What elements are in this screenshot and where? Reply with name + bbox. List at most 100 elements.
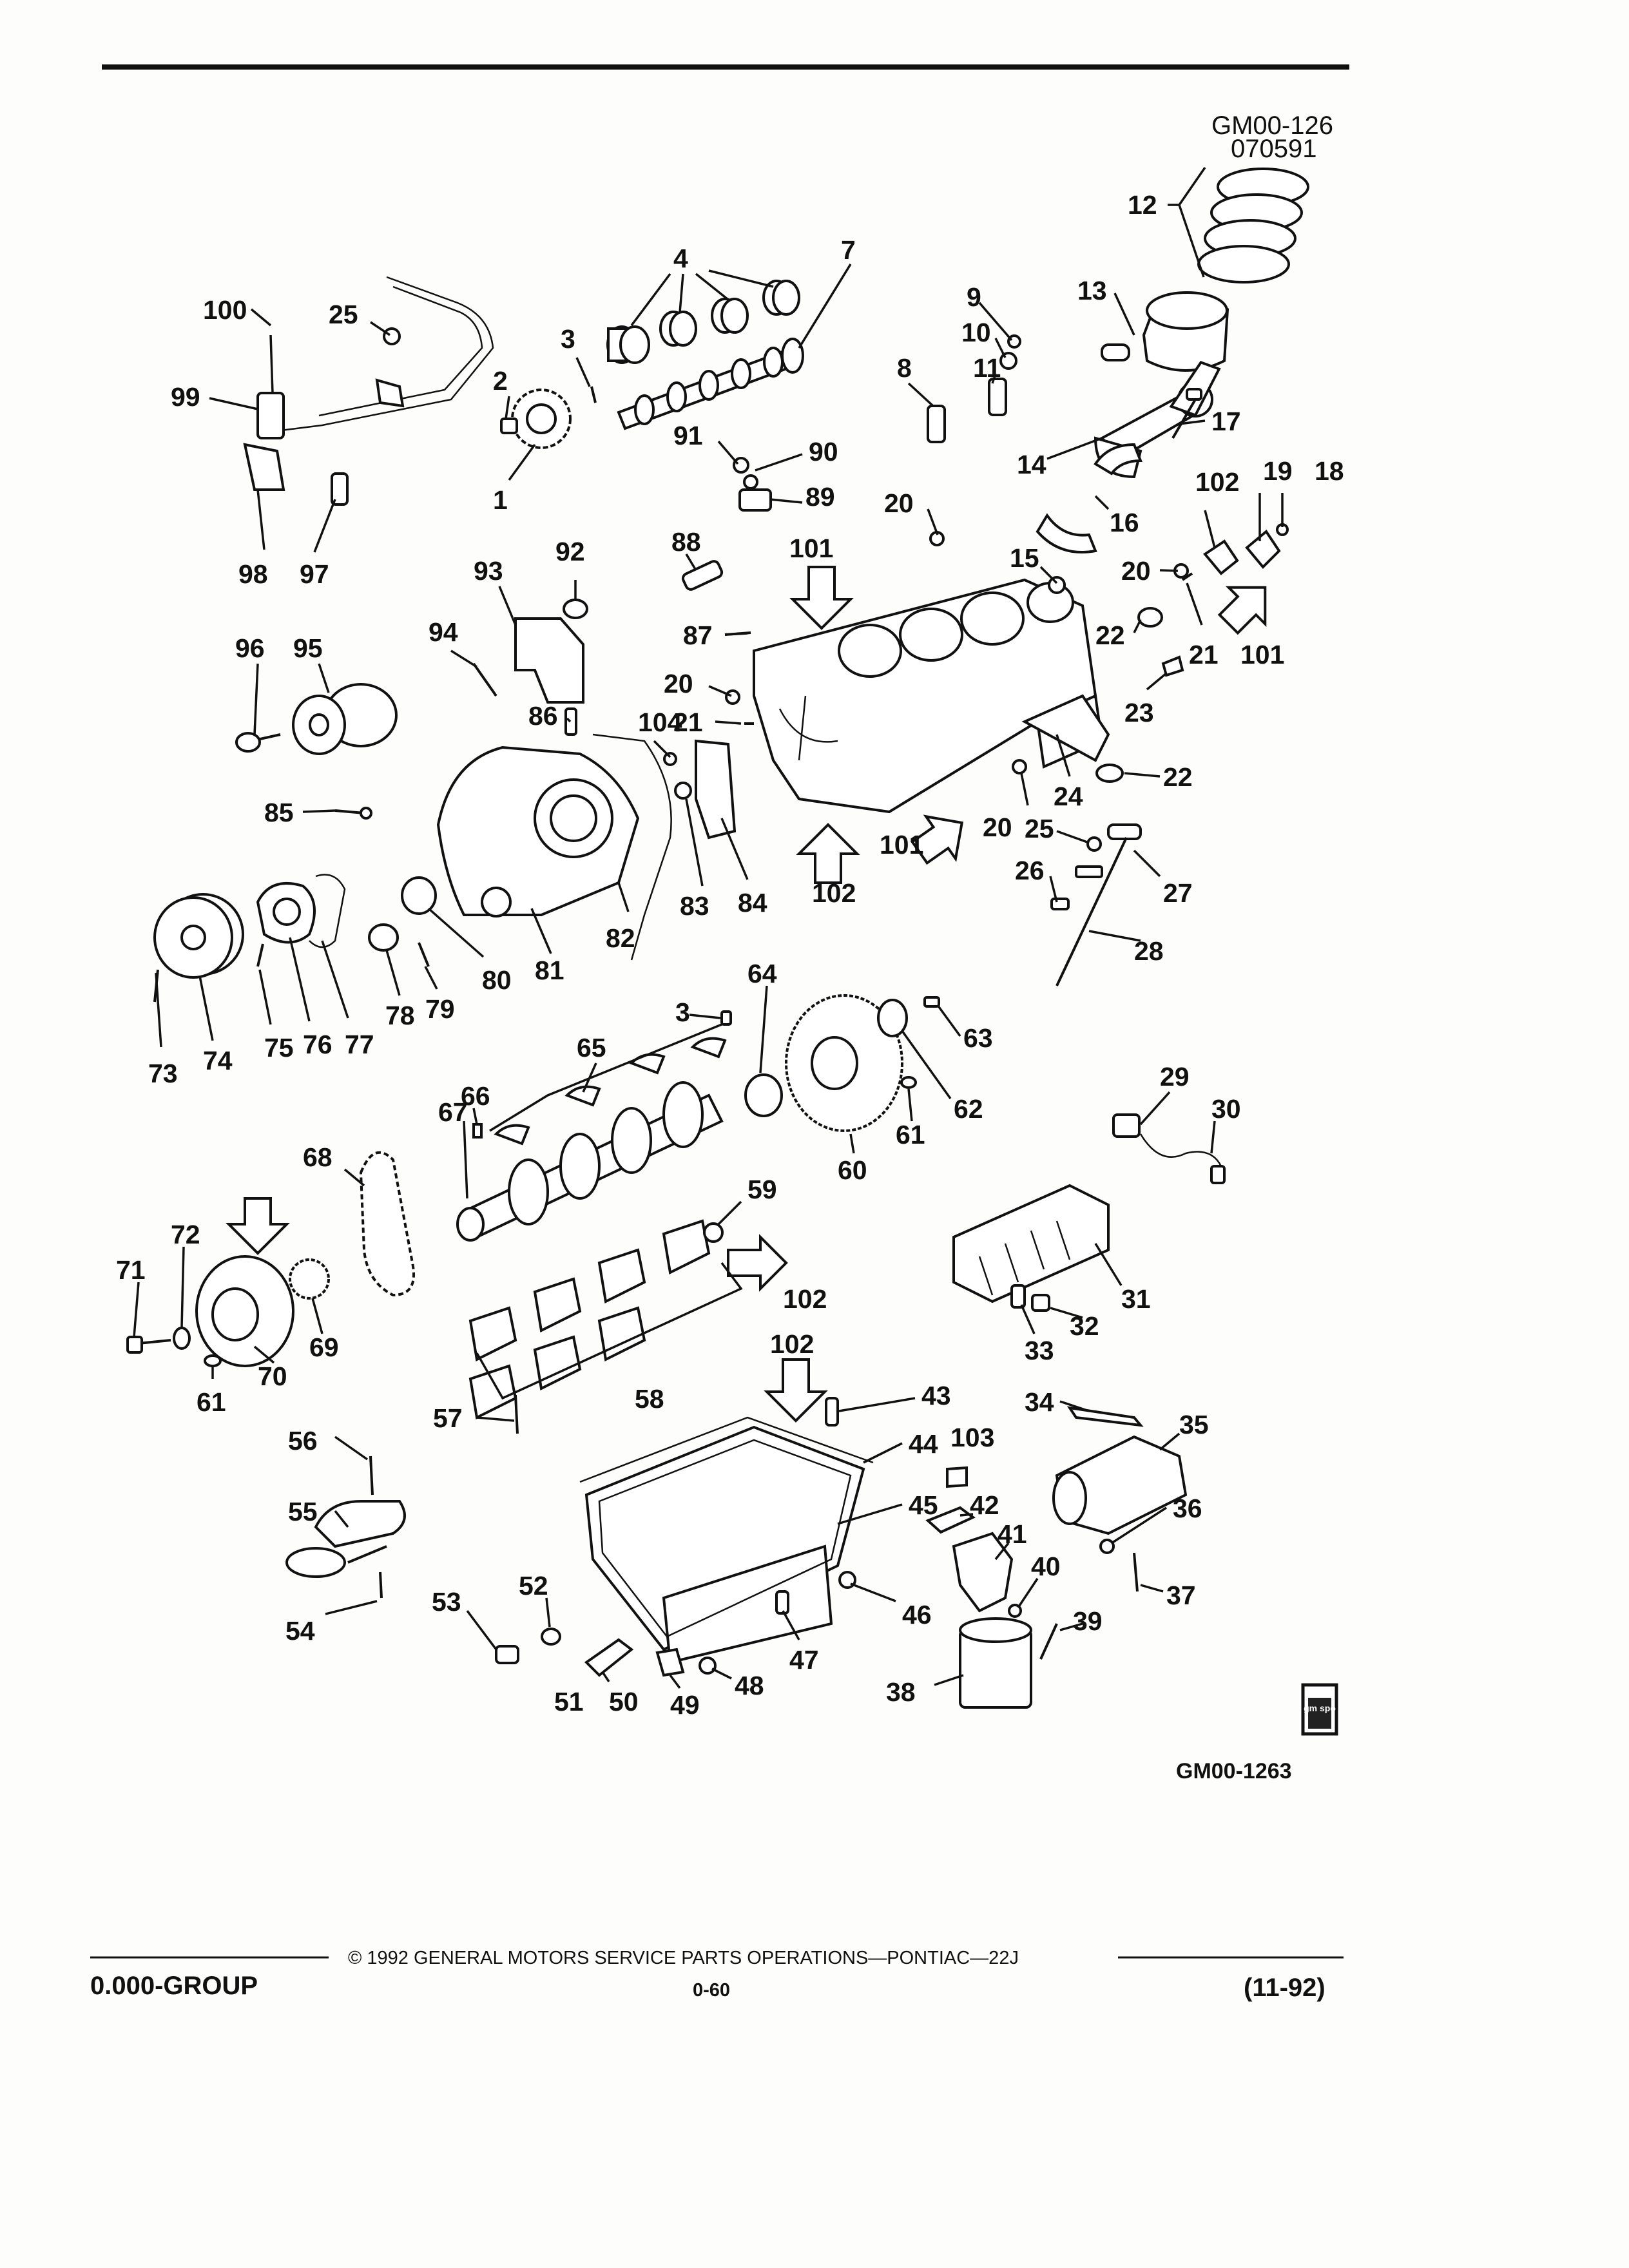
callout-label: 56 [288,1426,318,1456]
callout-label: 97 [300,559,329,589]
callout-label: 27 [1163,878,1193,908]
callout-label: 93 [474,556,503,586]
sensor-harness-drawing [1112,1113,1226,1184]
callout-label: 95 [293,633,323,663]
callout-label: 30 [1211,1094,1241,1124]
callout-label: 100 [203,295,247,325]
callout-label: 21 [673,707,703,737]
callout-label: 81 [535,956,564,985]
sensor-11-drawing [988,378,1007,416]
balancer-bolt-drawing [126,1336,171,1354]
callout-label: 11 [973,353,1001,383]
starter-drawing [1052,1435,1188,1535]
bracket-51-drawing [584,1638,634,1677]
bolt-94-drawing [472,662,497,697]
callout-label: 67 [438,1097,468,1127]
callout-label: 99 [171,382,200,412]
front-cover-gasket-drawing [592,733,672,961]
callout-label: 49 [670,1690,700,1720]
callout-label: 61 [197,1387,226,1417]
pump-bolt-54-drawing [379,1571,383,1599]
callout-label: 38 [886,1677,916,1707]
crank-sprocket-drawing [289,1258,330,1300]
bolt-26-drawing [1050,898,1070,910]
fitting-20c-drawing [725,689,740,705]
bolt-96-drawing [235,732,281,753]
rod-bearing-upper [1094,443,1142,476]
callout-label: 78 [385,1001,415,1030]
water-pump-drawing [256,881,316,944]
callout-label: 12 [1128,190,1157,220]
callout-label: 15 [1010,543,1039,573]
callout-label: 75 [264,1033,294,1062]
bolt-57-drawing [514,1394,519,1434]
page-number: 0-60 [693,1980,730,2001]
callout-label: 54 [285,1616,315,1646]
callout-label: 60 [838,1155,867,1185]
callout-label: 80 [482,965,512,995]
callout-label: 18 [1315,456,1344,486]
oil-pan-drawing [584,1425,865,1664]
callout-label: 79 [425,994,455,1024]
callout-label: 102 [1195,467,1239,497]
oil-pan-gasket-drawing [579,1416,874,1483]
callout-label: 19 [1263,456,1293,486]
plug-22b-drawing [1095,764,1124,783]
callout-label: 32 [1070,1311,1099,1341]
callout-label: 31 [1121,1284,1151,1314]
engine-block-drawing [753,578,1110,814]
plug-53-drawing [495,1645,519,1664]
callout-label: 76 [303,1030,333,1059]
bracket-93-drawing [514,617,584,704]
callout-label: 50 [609,1687,639,1716]
figure-date: 070591 [1231,135,1316,163]
filter-adapter-drawing [952,1532,1014,1613]
callout-label: 22 [1163,762,1193,792]
nut-59-drawing [703,1222,724,1243]
callout-label: 37 [1166,1581,1196,1610]
logo-text: gm spo [1304,1703,1336,1713]
washer-72-drawing [173,1327,191,1350]
arrow-101-bottom [910,814,964,865]
gasket-42-drawing [925,1506,976,1534]
group-label: 0.000-GROUP [90,1972,258,2000]
callout-numbers: 1 2 3 4 7 8 9 10 11 12 13 14 15 16 17 18… [116,190,1344,1720]
callout-label: 102 [783,1284,827,1314]
callout-label: 23 [1124,698,1154,727]
timing-chain-drawing [359,1151,415,1297]
key-61a-drawing [204,1354,222,1367]
plate-84-drawing [695,739,737,840]
callout-label: 9 [967,282,981,312]
tube-assembly-drawing [243,276,494,491]
callout-label: 28 [1134,936,1164,966]
washer-52-drawing [541,1628,561,1646]
cover-19-drawing [1245,530,1281,569]
callout-label: 29 [1160,1062,1190,1091]
water-pump-gasket-drawing [309,874,346,948]
direction-arrows [226,566,1267,1423]
callout-label: 26 [1015,856,1045,885]
idler-pulley-drawing [292,683,398,755]
oil-pump-drawing [285,1500,406,1578]
bolt-63-drawing [923,996,940,1008]
plug-23-drawing [1161,655,1184,677]
callout-label: 65 [577,1033,606,1062]
bolt-39-drawing [1039,1623,1058,1660]
bolt-86-drawing [564,707,577,736]
callout-label: 45 [909,1490,938,1520]
plug-15-drawing [1048,576,1066,594]
fitting-20d-drawing [1012,759,1027,774]
callout-label: 91 [673,421,703,450]
callout-label: 89 [805,482,835,512]
callout-label: 14 [1017,450,1046,479]
main-caps-drawing [468,1219,711,1419]
callout-label: 102 [812,878,856,908]
callout-label: 20 [1121,556,1151,586]
callout-label: 52 [519,1571,548,1600]
nut-25b-drawing [1086,836,1102,852]
rod-bolt-drawing [1171,388,1202,439]
callout-label: 3 [561,324,575,354]
arrow-102-pan [764,1358,828,1423]
callout-label: 13 [1077,276,1107,305]
